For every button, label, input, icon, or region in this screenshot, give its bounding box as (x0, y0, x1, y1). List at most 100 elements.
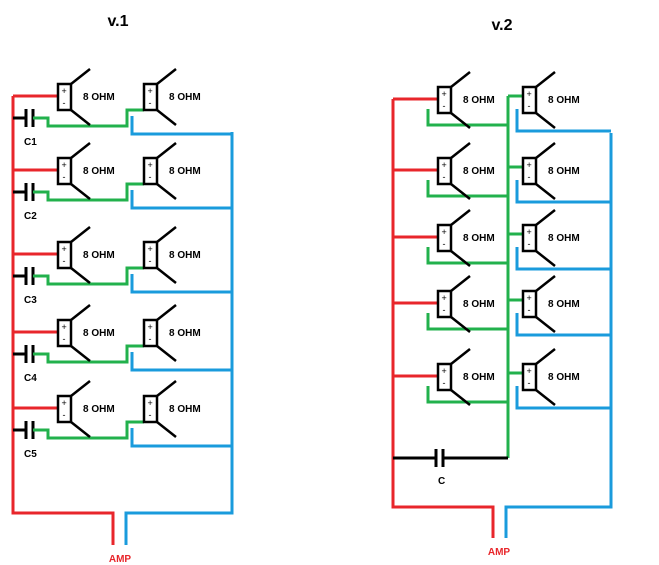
speaker-cone-top (450, 209, 471, 226)
speaker-label: 8 OHM (463, 166, 495, 177)
capacitor-symbol (24, 109, 35, 127)
v1-capacitor-label: C5 (24, 449, 37, 460)
speaker-cone-bottom (156, 421, 177, 438)
speaker-box (142, 394, 159, 424)
v1-capacitor-label: C1 (24, 137, 37, 148)
speaker-label: 8 OHM (463, 299, 495, 310)
v1-negative-return (130, 274, 232, 294)
v2-bus-link (426, 386, 508, 404)
v2-negative-return (515, 109, 611, 133)
speaker-cone-bottom (535, 389, 556, 406)
speaker-cone-top (156, 68, 177, 85)
speaker-box (521, 362, 538, 392)
v2-diagram: C+-8 OHM+-8 OHM+-8 OHM+-8 OHM+-8 OHM+-8 … (391, 71, 613, 538)
v1-negative-return (130, 190, 232, 210)
plus-sign: + (148, 86, 153, 96)
speaker-label: 8 OHM (169, 328, 201, 339)
speaker-box (436, 156, 453, 186)
speaker: + - 8 OHM (142, 304, 201, 362)
plus-sign: + (62, 244, 67, 254)
v2-negative-return (515, 247, 611, 271)
v1-title: v.1 (107, 13, 128, 30)
speaker-cone-bottom (535, 183, 556, 200)
minus-sign: - (528, 239, 531, 249)
v2-bus-link (426, 247, 508, 265)
speaker: +-8 OHM (142, 226, 201, 284)
minus-sign: - (528, 101, 531, 111)
speaker: +-8 OHM (56, 226, 115, 284)
speaker-label: 8 OHM (548, 166, 580, 177)
speaker-cone-bottom (450, 316, 471, 333)
speaker-label: 8 OHM (548, 233, 580, 244)
speaker-cone-bottom (156, 183, 177, 200)
v1-negative-return (130, 116, 232, 136)
speaker-cone-bottom (156, 109, 177, 126)
speaker-label: 8 OHM (169, 166, 201, 177)
speaker-cone-bottom (70, 267, 91, 284)
speaker-label: 8 OHM (548, 372, 580, 383)
speaker: +-8 OHM (56, 304, 115, 362)
v1-series-link (33, 420, 144, 440)
speaker-cone-top (535, 142, 556, 159)
minus-sign: - (63, 256, 66, 266)
speaker-cone-bottom (535, 316, 556, 333)
speaker-cone-top (70, 142, 91, 159)
speaker-cone-top (450, 348, 471, 365)
speaker-cone-bottom (70, 109, 91, 126)
minus-sign: - (149, 172, 152, 182)
speaker-box (56, 82, 73, 112)
plus-sign: + (62, 160, 67, 170)
minus-sign: - (149, 334, 152, 344)
speaker: +-8 OHM (521, 348, 580, 406)
v2-negative-rail (504, 133, 613, 538)
speaker-box (521, 156, 538, 186)
speaker-label: 8 OHM (463, 372, 495, 383)
plus-sign: + (62, 86, 67, 96)
minus-sign: - (528, 305, 531, 315)
speaker-cone-bottom (450, 183, 471, 200)
plus-sign: + (148, 398, 153, 408)
minus-sign: - (443, 101, 446, 111)
speaker-cone-bottom (70, 183, 91, 200)
v2-negative-return (515, 180, 611, 204)
v2-bus-link (426, 313, 508, 331)
speaker-cone-bottom (535, 112, 556, 129)
v2-negative-return (515, 313, 611, 337)
speaker: +-8 OHM (521, 209, 580, 267)
speaker-cone-bottom (156, 267, 177, 284)
speaker: +-8 OHM (142, 68, 201, 126)
minus-sign: - (63, 410, 66, 420)
speaker-box (142, 318, 159, 348)
speaker-label: 8 OHM (169, 92, 201, 103)
speaker-cone-top (156, 226, 177, 243)
plus-sign: + (148, 244, 153, 254)
speaker-cone-bottom (450, 112, 471, 129)
plus-sign: + (442, 160, 447, 170)
speaker-box (56, 318, 73, 348)
speaker-cone-top (156, 142, 177, 159)
capacitor-symbol (24, 183, 35, 201)
minus-sign: - (63, 98, 66, 108)
speaker-cone-top (535, 209, 556, 226)
speaker-cone-bottom (70, 345, 91, 362)
v2-amp-label: AMP (488, 547, 511, 558)
speaker: +-8 OHM (521, 71, 580, 129)
capacitor-symbol (434, 449, 445, 467)
speaker: +-8 OHM (142, 142, 201, 200)
capacitor-symbol (24, 267, 35, 285)
speaker-box (521, 289, 538, 319)
v2-bus-link (426, 180, 508, 198)
speaker-box (142, 240, 159, 270)
speaker-label: 8 OHM (169, 404, 201, 415)
speaker-label: 8 OHM (83, 328, 115, 339)
v1-negative-return (130, 428, 232, 448)
speaker-box (56, 156, 73, 186)
speaker: +-8 OHM (142, 380, 201, 438)
plus-sign: + (527, 89, 532, 99)
plus-sign: + (148, 322, 153, 332)
speaker-cone-top (450, 142, 471, 159)
minus-sign: - (63, 334, 66, 344)
speaker-cone-top (70, 380, 91, 397)
